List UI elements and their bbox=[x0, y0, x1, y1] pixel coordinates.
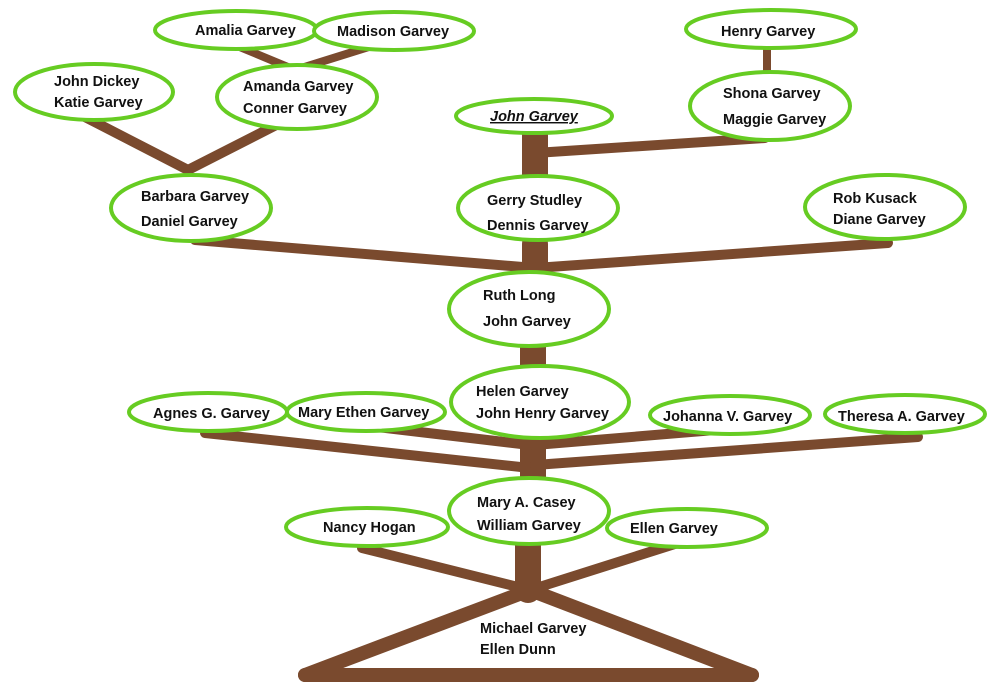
node-nancy[interactable]: Nancy Hogan bbox=[284, 506, 450, 548]
person-name: Helen Garvey bbox=[476, 384, 569, 400]
node-ellen[interactable]: Ellen Garvey bbox=[605, 507, 769, 549]
person-name: Michael Garvey bbox=[480, 621, 586, 637]
person-nodes: Amalia Garvey Madison Garvey Henry Garve… bbox=[13, 8, 987, 658]
partner-name: Maggie Garvey bbox=[723, 112, 826, 128]
node-john-garvey-top[interactable]: John Garvey bbox=[454, 97, 614, 135]
node-ellipse bbox=[449, 364, 631, 440]
base-branch-left bbox=[298, 583, 537, 682]
node-ellipse bbox=[823, 393, 987, 435]
node-ellipse bbox=[803, 173, 967, 241]
node-barbara-daniel[interactable]: Barbara Garvey Daniel Garvey bbox=[109, 173, 273, 243]
tree-branches bbox=[80, 41, 923, 682]
partner-name: John Garvey bbox=[483, 314, 571, 330]
node-ruth-john[interactable]: Ruth Long John Garvey bbox=[447, 270, 611, 348]
person-name: Madison Garvey bbox=[337, 24, 449, 40]
person-name: Amanda Garvey bbox=[243, 79, 353, 95]
branch-to-nancy bbox=[357, 543, 535, 595]
node-johanna[interactable]: Johanna V. Garvey bbox=[648, 394, 812, 436]
node-ellipse bbox=[312, 10, 476, 52]
node-mary-ethen[interactable]: Mary Ethen Garvey bbox=[285, 391, 447, 433]
node-ellipse bbox=[456, 174, 620, 242]
person-name: Mary A. Casey bbox=[477, 495, 576, 511]
person-name: Ruth Long bbox=[483, 288, 555, 304]
root-couple-michael-ellen[interactable]: Michael Garvey Ellen Dunn bbox=[480, 621, 586, 658]
node-madison[interactable]: Madison Garvey bbox=[312, 10, 476, 52]
node-ellipse bbox=[454, 97, 614, 135]
node-helen-johnhenry[interactable]: Helen Garvey John Henry Garvey bbox=[449, 364, 631, 440]
partner-name: Ellen Dunn bbox=[480, 642, 556, 658]
partner-name: Katie Garvey bbox=[54, 95, 143, 111]
node-amalia[interactable]: Amalia Garvey bbox=[153, 9, 319, 51]
partner-name: John Henry Garvey bbox=[476, 406, 609, 422]
person-name: Johanna V. Garvey bbox=[663, 409, 792, 425]
branch-to-barbara bbox=[190, 235, 540, 273]
person-name: John Garvey bbox=[490, 109, 579, 125]
branch-to-theresa bbox=[530, 432, 923, 470]
node-ellipse bbox=[605, 507, 769, 549]
branch-to-shona bbox=[530, 133, 770, 158]
branch-to-agnes bbox=[200, 428, 535, 473]
person-name: Mary Ethen Garvey bbox=[298, 405, 429, 421]
node-ellipse bbox=[648, 394, 812, 436]
partner-name: Dennis Garvey bbox=[487, 218, 589, 234]
person-name: Nancy Hogan bbox=[323, 520, 416, 536]
node-shona-maggie[interactable]: Shona Garvey Maggie Garvey bbox=[688, 70, 852, 142]
node-theresa[interactable]: Theresa A. Garvey bbox=[823, 393, 987, 435]
person-name: Gerry Studley bbox=[487, 193, 582, 209]
node-ellipse bbox=[447, 476, 611, 546]
person-name: Rob Kusack bbox=[833, 191, 918, 207]
person-name: Henry Garvey bbox=[721, 24, 815, 40]
branch-barbara-left bbox=[80, 112, 193, 175]
partner-name: Diane Garvey bbox=[833, 212, 926, 228]
node-ellipse bbox=[688, 70, 852, 142]
person-name: Amalia Garvey bbox=[195, 23, 296, 39]
node-mary-william[interactable]: Mary A. Casey William Garvey bbox=[447, 476, 611, 546]
person-name: Shona Garvey bbox=[723, 86, 821, 102]
node-ellipse bbox=[13, 62, 175, 122]
node-ellipse bbox=[447, 270, 611, 348]
person-name: Agnes G. Garvey bbox=[153, 406, 270, 422]
node-ellipse bbox=[215, 63, 379, 131]
person-name: Ellen Garvey bbox=[630, 521, 718, 537]
partner-name: Daniel Garvey bbox=[141, 214, 238, 230]
branch-to-ellen bbox=[525, 538, 683, 595]
person-name: John Dickey bbox=[54, 74, 139, 90]
node-gerry-dennis[interactable]: Gerry Studley Dennis Garvey bbox=[456, 174, 620, 242]
person-name: Barbara Garvey bbox=[141, 189, 249, 205]
person-name: Theresa A. Garvey bbox=[838, 409, 965, 425]
node-rob-diane[interactable]: Rob Kusack Diane Garvey bbox=[803, 173, 967, 241]
node-ellipse bbox=[684, 8, 858, 50]
node-henry[interactable]: Henry Garvey bbox=[684, 8, 858, 50]
partner-name: Conner Garvey bbox=[243, 101, 347, 117]
node-ellipse bbox=[109, 173, 273, 243]
branch-to-rob bbox=[530, 238, 893, 273]
partner-name: William Garvey bbox=[477, 518, 581, 534]
node-agnes[interactable]: Agnes G. Garvey bbox=[127, 391, 289, 433]
node-ellipse bbox=[285, 391, 447, 433]
base-branch-right bbox=[523, 583, 759, 682]
node-john-katie[interactable]: John Dickey Katie Garvey bbox=[13, 62, 175, 122]
node-ellipse bbox=[284, 506, 450, 548]
node-amanda-conner[interactable]: Amanda Garvey Conner Garvey bbox=[215, 63, 379, 131]
